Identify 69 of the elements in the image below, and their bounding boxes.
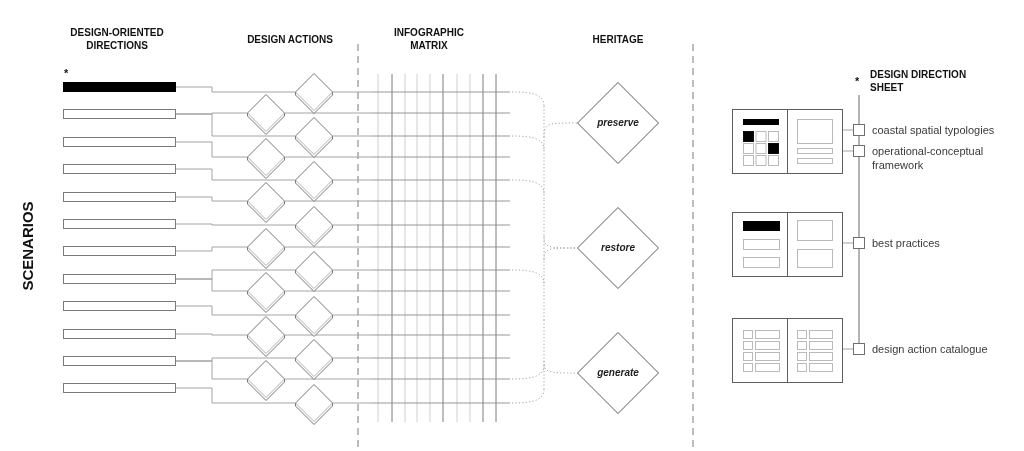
direction-bar: [63, 383, 176, 393]
asterisk-mark: *: [64, 68, 69, 79]
direction-bar: [63, 82, 176, 92]
matrix-row-line: [332, 314, 373, 316]
direction-bar: [63, 301, 176, 311]
connector-line: [842, 242, 854, 244]
matrix-row-line: [332, 402, 373, 404]
dotted-connector: [511, 199, 578, 321]
connector-line: [175, 333, 248, 336]
matrix-row-line: [284, 112, 373, 114]
direction-bar: [63, 274, 176, 284]
direction-bar: [63, 109, 176, 119]
diamond-label: restore: [601, 242, 635, 254]
matrix-row-line: [332, 179, 373, 181]
connector-line: [175, 168, 296, 181]
dotted-connector: [511, 319, 578, 404]
connector-line: [175, 246, 248, 252]
connector-line: [175, 141, 248, 158]
matrix-row-line: [332, 357, 373, 359]
connector-line: [175, 278, 248, 292]
asterisk-mark: *: [855, 75, 861, 87]
matrix-row-line: [332, 91, 373, 93]
direction-bar: [63, 164, 176, 174]
matrix-row-line: [284, 246, 373, 248]
timeline-marker: [853, 124, 865, 136]
connector-line: [175, 86, 296, 93]
direction-bar: [63, 137, 176, 147]
connector-line: [175, 223, 296, 226]
diamond-label: generate: [597, 367, 639, 379]
column-heading: INFOGRAPHIC MATRIX: [393, 26, 465, 52]
item-label: best practices: [872, 236, 941, 250]
direction-bar: [63, 329, 176, 339]
timeline-line: [858, 94, 860, 125]
direction-bar: [63, 356, 176, 366]
matrix-row-line: [284, 200, 373, 202]
matrix-row-line: [332, 224, 373, 226]
item-label: coastal spatial typologies: [872, 123, 996, 137]
connector-line: [175, 305, 296, 316]
item-label: operational-conceptual framework: [872, 144, 985, 172]
connector-line: [842, 150, 854, 152]
connector-line: [842, 129, 854, 131]
matrix-row-line: [284, 334, 373, 336]
connector-line: [175, 387, 296, 404]
connector-line: [175, 196, 248, 202]
side-heading: SCENARIOS: [20, 201, 36, 291]
direction-bar: [63, 246, 176, 256]
matrix-row-line: [284, 378, 373, 380]
column-heading: HERITAGE: [592, 33, 644, 46]
timeline-marker: [853, 145, 865, 157]
section-heading: DESIGN DIRECTION SHEET: [870, 68, 968, 94]
matrix-row-line: [284, 156, 373, 158]
timeline-line: [858, 135, 860, 146]
direction-bar: [63, 219, 176, 229]
connector-line: [175, 360, 248, 380]
dotted-connector: [511, 91, 578, 201]
direction-bar: [63, 192, 176, 202]
matrix-row-line: [332, 135, 373, 137]
connector-line: [842, 348, 854, 350]
item-label: design action catalogue: [872, 342, 989, 356]
diamond-label: preserve: [597, 117, 639, 129]
timeline-marker: [853, 237, 865, 249]
timeline-line: [858, 248, 860, 344]
column-heading: DESIGN-ORIENTED DIRECTIONS: [69, 26, 165, 52]
column-heading: DESIGN ACTIONS: [247, 33, 333, 46]
connector-line: [175, 113, 296, 137]
timeline-marker: [853, 343, 865, 355]
matrix-row-line: [284, 290, 373, 292]
matrix-row-line: [332, 269, 373, 271]
timeline-line: [858, 156, 860, 238]
